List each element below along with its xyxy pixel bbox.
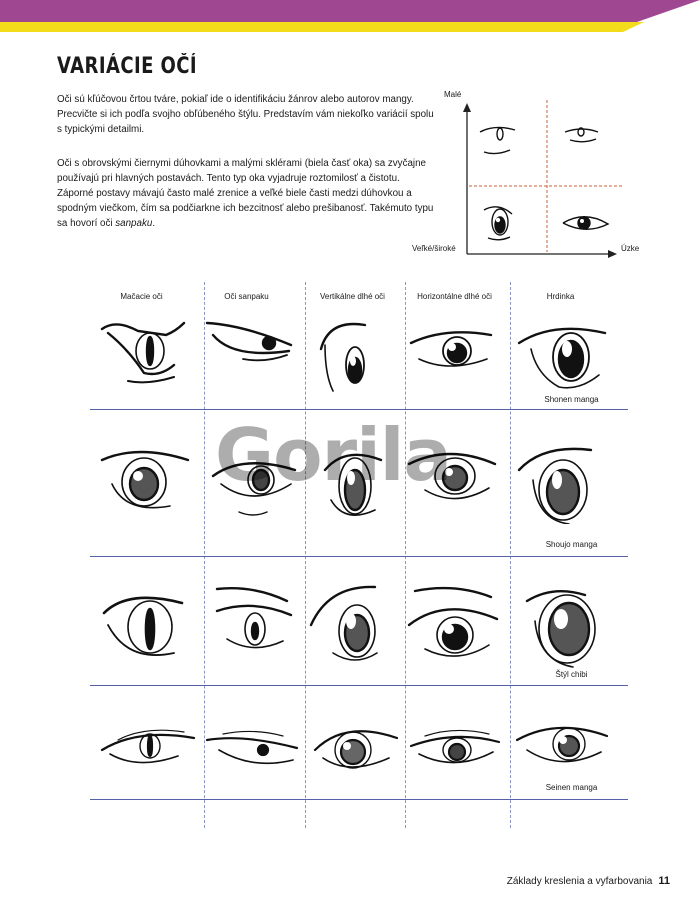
quadrant-axes	[463, 100, 622, 258]
column-separator	[510, 282, 511, 828]
eye-illustration-heroine-shonen	[513, 315, 613, 399]
eye-illustration-horizontal-shonen	[405, 315, 505, 399]
footer-title: Základy kreslenia a vyfarbovania	[506, 876, 653, 887]
sanpaku-term: sanpaku	[115, 218, 153, 229]
eye-illustration-vertical-shonen	[305, 315, 405, 399]
row-divider	[90, 409, 628, 410]
eye-illustration-horizontal-shoujo	[405, 440, 505, 524]
intro-paragraph: Oči sú kľúčovou črtou tváre, pokiaľ ide …	[57, 94, 434, 135]
row-divider	[90, 556, 628, 557]
eye-illustration-vertical-shoujo	[305, 440, 405, 524]
detail-paragraph-end: .	[152, 218, 156, 229]
eye-illustration-cat-shonen	[98, 315, 198, 399]
row-label-chibi: Štýl chibi	[555, 670, 588, 679]
row-label-shoujo: Shoujo manga	[545, 540, 598, 549]
eye-illustration-cat-chibi	[98, 585, 198, 669]
page-title: VARIÁCIE OČÍ	[57, 54, 198, 79]
row-divider	[90, 799, 628, 800]
eye-illustration-vertical-chibi	[305, 585, 405, 669]
detail-paragraph-text: Oči s obrovskými čiernymi dúhovkami a ma…	[57, 158, 434, 229]
column-header-heroine: Hrdinka	[546, 292, 575, 301]
column-header-vertical: Vertikálne dlhé oči	[320, 292, 385, 301]
eye-illustration-vertical-seinen	[305, 710, 405, 794]
eye-illustration-heroine-seinen	[513, 710, 613, 794]
eye-illustration-heroine-shoujo	[513, 440, 613, 524]
page-footer: Základy kreslenia a vyfarbovania 11	[507, 875, 670, 887]
watermark: Gorila	[215, 413, 452, 497]
row-label-shonen: Shonen manga	[544, 395, 599, 404]
eye-illustration-cat-seinen	[98, 710, 198, 794]
quadrant-x-left-label: Veľké/široké	[412, 244, 456, 253]
column-header-horizontal: Horizontálne dlhé oči	[417, 292, 492, 301]
eye-illustration-heroine-chibi	[513, 585, 613, 669]
page-number: 11	[658, 875, 670, 887]
quadrant-x-right-label: Úzke	[621, 244, 640, 253]
eye-illustration-sanpaku-seinen	[203, 710, 303, 794]
column-separator	[305, 282, 306, 828]
column-header-cat: Mačacie oči	[120, 292, 163, 301]
row-divider	[90, 685, 628, 686]
quadrant-y-label: Malé	[444, 90, 462, 99]
eye-illustration-sanpaku-shoujo	[203, 440, 303, 524]
eye-size-quadrant: Malé Veľké/široké Úzke	[400, 90, 680, 260]
column-separator	[405, 282, 406, 828]
header-yellow-band	[0, 22, 644, 32]
header-purple-band	[0, 0, 700, 22]
quadrant-eye-icon	[479, 126, 610, 241]
eye-illustration-sanpaku-chibi	[203, 585, 303, 669]
row-label-seinen: Seinen manga	[545, 783, 598, 792]
detail-paragraph: Oči s obrovskými čiernymi dúhovkami a ma…	[57, 156, 437, 231]
eye-illustration-cat-shoujo	[98, 440, 198, 524]
eye-illustration-horizontal-seinen	[405, 710, 505, 794]
column-separator	[204, 282, 205, 828]
column-header-sanpaku: Oči sanpaku	[224, 292, 269, 301]
eye-illustration-sanpaku-shonen	[203, 315, 303, 399]
eye-illustration-horizontal-chibi	[405, 585, 505, 669]
